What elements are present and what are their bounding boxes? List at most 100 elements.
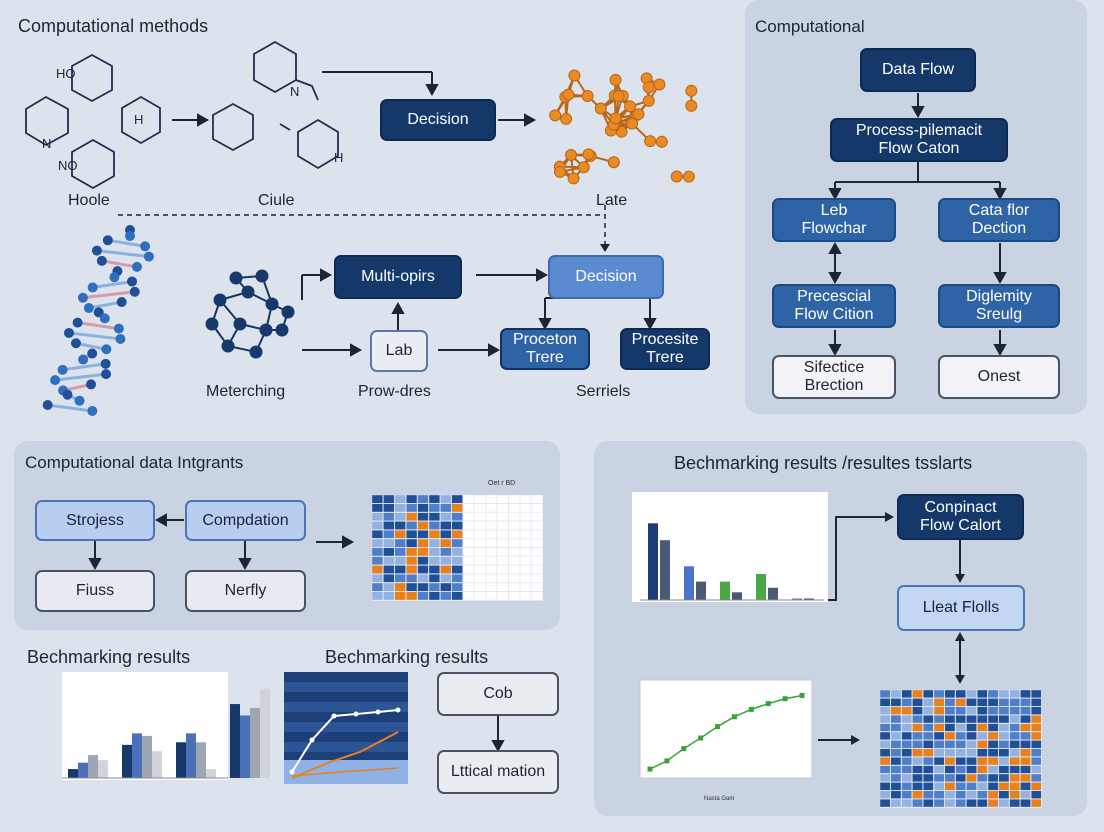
- heatmap-cell: [966, 790, 977, 799]
- heatmap-cell: [944, 765, 956, 774]
- conpinact-node[interactable]: Conpinact Flow Calort: [897, 494, 1024, 540]
- dna-node: [72, 317, 83, 328]
- process-node[interactable]: Process-pilemacit Flow Caton: [830, 118, 1008, 162]
- heatmap-cell: [451, 503, 463, 513]
- compdation-node[interactable]: Compdation: [185, 500, 306, 541]
- bar: [648, 523, 658, 600]
- heatmap-cell: [879, 790, 891, 799]
- heatmap-cell: [912, 740, 923, 749]
- heatmap-cell: [879, 757, 891, 766]
- onest-node[interactable]: Onest: [938, 355, 1060, 399]
- heatmap-cell: [440, 521, 452, 530]
- heatmap-cell: [933, 689, 945, 699]
- diglemity-node[interactable]: Diglemity Sreulg: [938, 284, 1060, 328]
- heatmap-cell: [1030, 723, 1042, 732]
- heatmap-cell: [923, 706, 934, 715]
- heatmap-cell: [463, 503, 475, 513]
- cob-node[interactable]: Cob: [437, 672, 559, 716]
- heatmap-cell: [508, 591, 520, 601]
- heatmap-cell: [406, 582, 418, 592]
- network-node: [205, 317, 219, 331]
- heatmap-cell: [451, 565, 463, 574]
- heatmap-cell: [977, 799, 988, 808]
- multi-opirs-node[interactable]: Multi-opirs: [334, 255, 462, 299]
- heatmap-cell: [1030, 799, 1042, 808]
- heatmap-cell: [428, 512, 441, 521]
- decision-node-top[interactable]: Decision: [380, 99, 496, 141]
- network-node: [265, 297, 279, 311]
- fiuss-node[interactable]: Fiuss: [35, 570, 155, 612]
- bar: [122, 744, 132, 778]
- heatmap-cell: [451, 556, 463, 565]
- heatmap-cell: [508, 547, 520, 557]
- lttical-mation-node[interactable]: Lttical mation: [437, 750, 559, 794]
- bar: [260, 688, 270, 778]
- heatmap-cell: [406, 591, 418, 601]
- heatmap-cell: [440, 494, 452, 504]
- data-intgrants-title: Computational data Intgrants: [25, 453, 244, 472]
- strojess-node[interactable]: Strojess: [35, 500, 155, 541]
- lleat-flolls-node[interactable]: Lleat Flolls: [897, 585, 1025, 631]
- heatmap-cell: [383, 503, 395, 513]
- heatmap-cell: [1009, 790, 1020, 799]
- heatmap-cell: [474, 538, 486, 548]
- lab-node[interactable]: Lab: [370, 330, 428, 372]
- heatmap-cell: [428, 591, 441, 601]
- dna-rung: [107, 238, 146, 248]
- heatmap-cell: [417, 494, 429, 504]
- label-no: NO: [58, 158, 78, 173]
- dna-node: [143, 251, 154, 262]
- heatmap-cell: [933, 740, 945, 749]
- bar: [732, 592, 742, 600]
- heatmap-cell: [912, 765, 923, 774]
- caption-late: Late: [596, 192, 628, 209]
- series-point: [375, 709, 381, 715]
- dna-node: [78, 354, 89, 365]
- heatmap-cell: [879, 706, 891, 715]
- heatmap-cell: [383, 574, 395, 583]
- proceton-node[interactable]: Proceton Trere: [500, 328, 590, 370]
- heatmap-cell: [944, 706, 956, 715]
- caption-serriels: Serriels: [576, 383, 631, 400]
- heatmap-cell: [531, 494, 543, 504]
- heatmap-cell: [474, 582, 486, 592]
- heatmap-cell: [987, 689, 999, 699]
- heatmap-cell: [371, 530, 384, 539]
- heatmap-cell: [890, 689, 902, 699]
- heatmap-cell: [1030, 706, 1042, 715]
- sifectice-node[interactable]: Sifectice Brection: [772, 355, 896, 399]
- heatmap-cell: [1020, 698, 1031, 707]
- heatmap-cell: [406, 521, 418, 530]
- heatmap-cell: [474, 530, 486, 539]
- heatmap-cell: [977, 740, 988, 749]
- cata-flor-node[interactable]: Cata flor Dection: [938, 198, 1060, 242]
- dna-node: [42, 400, 53, 410]
- heatmap-cell: [406, 494, 418, 504]
- network-atom: [609, 112, 622, 125]
- heatmap-cell: [955, 782, 966, 791]
- precescial-node[interactable]: Precescial Flow Cition: [772, 284, 896, 328]
- data-flow-node[interactable]: Data Flow: [860, 48, 976, 92]
- heatmap-cell: [485, 538, 498, 548]
- procesite-node[interactable]: Procesite Trere: [620, 328, 710, 370]
- heatmap-cell: [1020, 748, 1031, 757]
- heatmap-cell: [508, 538, 520, 548]
- bar: [720, 581, 730, 600]
- heatmap-cell: [371, 565, 384, 574]
- heatmap-cell: [955, 723, 966, 732]
- decision-node-mid[interactable]: Decision: [548, 255, 664, 299]
- network-node: [213, 293, 227, 307]
- heatmap-cell: [394, 521, 406, 530]
- bar: [132, 733, 142, 778]
- bar: [176, 742, 186, 778]
- molecule-hex-2: [25, 95, 69, 147]
- leb-flowchar-node[interactable]: Leb Flowchar: [772, 198, 896, 242]
- heatmap-cell: [1030, 715, 1042, 724]
- heatmap-cell: [912, 706, 923, 715]
- heatmap-cell: [383, 547, 395, 557]
- heatmap-cell: [901, 799, 912, 808]
- heatmap-cell: [901, 731, 912, 741]
- nerfly-node[interactable]: Nerfly: [185, 570, 306, 612]
- series-point: [331, 713, 337, 719]
